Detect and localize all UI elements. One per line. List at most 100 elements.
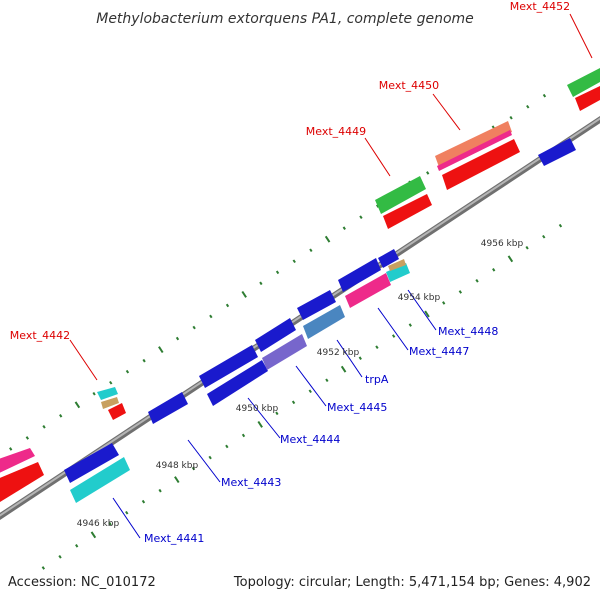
major-tick	[158, 346, 164, 354]
major-tick	[90, 531, 97, 539]
minor-tick	[359, 215, 363, 219]
map-title: Methylobacterium extorquens PA1, complet…	[96, 11, 474, 27]
minor-tick	[542, 93, 547, 98]
scale-label: 4952 kbp	[317, 348, 360, 358]
gene-mext4445-purple[interactable]	[262, 334, 307, 370]
gene-mext4442-cyan[interactable]	[97, 387, 118, 400]
minor-tick	[225, 444, 229, 449]
gene-mext4452-red[interactable]	[575, 86, 600, 111]
summary-text: Topology: circular; Length: 5,471,154 bp…	[233, 575, 591, 590]
minor-tick	[391, 334, 396, 338]
gene-trpa-blue[interactable]	[297, 290, 336, 320]
scale-label: 4954 kbp	[398, 293, 441, 303]
minor-tick	[58, 555, 62, 559]
minor-tick	[558, 223, 563, 228]
minor-tick	[342, 226, 346, 230]
gene-label[interactable]: trpA	[365, 373, 389, 386]
gene-label[interactable]: Mext_4444	[280, 433, 340, 446]
gene-mext4450-pink[interactable]	[437, 130, 512, 171]
scale-label: 4946 kbp	[77, 519, 120, 529]
gene-mext4444-blue-1[interactable]	[199, 345, 258, 388]
minor-tick	[275, 270, 280, 275]
minor-tick	[125, 510, 129, 515]
minor-tick	[291, 400, 296, 405]
gene-label[interactable]: Mext_4442	[10, 329, 70, 342]
major-tick	[241, 290, 247, 298]
minor-tick	[75, 544, 79, 548]
gene-mext4447-blue[interactable]	[338, 258, 381, 292]
gene-mext4441-blue[interactable]	[64, 443, 119, 483]
minor-tick	[141, 499, 146, 504]
minor-tick	[292, 259, 296, 264]
gene-mext4443-blue[interactable]	[148, 392, 188, 424]
gene-mext4447-pink[interactable]	[345, 273, 391, 308]
gene-blue-right[interactable]	[538, 138, 576, 166]
minor-tick	[59, 414, 63, 418]
minor-tick	[525, 245, 529, 250]
gene-mext4448-tan[interactable]	[388, 259, 406, 271]
gene-label[interactable]: Mext_4441	[144, 532, 204, 545]
minor-tick	[442, 301, 446, 305]
gene-mext4449-red[interactable]	[383, 194, 432, 229]
major-tick	[174, 476, 180, 484]
scale-label: 4950 kbp	[236, 404, 279, 414]
minor-tick	[308, 389, 312, 394]
gene-label[interactable]: Mext_4445	[327, 401, 387, 414]
gene-label[interactable]: Mext_4452	[510, 0, 570, 13]
gene-mext4448-cyan[interactable]	[386, 263, 410, 282]
minor-tick	[41, 566, 46, 570]
gene-mext4448-blue[interactable]	[378, 249, 399, 268]
minor-tick	[109, 380, 113, 385]
major-tick	[424, 310, 430, 318]
gene-mext4445-blue[interactable]	[255, 318, 296, 352]
major-tick	[257, 420, 263, 428]
gene-label[interactable]: Mext_4447	[409, 345, 469, 358]
callout-lines	[69, 13, 593, 539]
gene-mext4452-green[interactable]	[567, 68, 600, 97]
gene-label[interactable]: Mext_4448	[438, 325, 498, 338]
gene-mext4441-cyan[interactable]	[70, 457, 130, 503]
minor-tick	[325, 378, 329, 383]
gene-label[interactable]: Mext_4450	[379, 79, 439, 92]
gene-mext4442-tan[interactable]	[101, 397, 119, 409]
gene-red-left[interactable]	[0, 462, 44, 505]
gene-mext4450-red[interactable]	[442, 139, 520, 190]
gene-mext4450-orange[interactable]	[435, 121, 512, 167]
minor-tick	[25, 436, 30, 440]
gene-label[interactable]: Mext_4443	[221, 476, 281, 489]
minor-tick	[475, 279, 479, 283]
scale-label: 4948 kbp	[156, 461, 199, 471]
scale-labels: 4946 kbp 4948 kbp 4950 kbp 4952 kbp 4954…	[77, 239, 524, 529]
minor-tick	[426, 171, 430, 175]
gene-trpa-steel[interactable]	[303, 305, 345, 339]
minor-tick	[42, 425, 46, 429]
gene-labels-top: Mext_4442 Mext_4449 Mext_4450 Mext_4452	[10, 0, 570, 342]
minor-tick	[358, 356, 362, 360]
minor-tick	[492, 268, 496, 272]
minor-tick	[259, 281, 263, 286]
major-tick	[340, 365, 347, 373]
major-tick	[507, 255, 514, 263]
minor-tick	[509, 115, 513, 120]
minor-tick	[241, 433, 246, 438]
gene-labels-bottom: Mext_4441 Mext_4443 Mext_4444 Mext_4445 …	[144, 325, 498, 545]
gene-label[interactable]: Mext_4449	[306, 125, 366, 138]
minor-tick	[9, 447, 13, 451]
gene-mext4449-green[interactable]	[375, 176, 426, 214]
scale-label: 4956 kbp	[481, 239, 524, 249]
minor-tick	[275, 411, 279, 416]
gene-mext4444-blue-2[interactable]	[207, 360, 268, 406]
minor-tick	[408, 323, 412, 327]
minor-tick	[375, 345, 379, 349]
accession-text: Accession: NC_010172	[8, 575, 156, 590]
minor-tick	[125, 369, 130, 374]
forward-strand	[0, 68, 600, 505]
minor-tick	[191, 466, 196, 471]
minor-tick	[92, 391, 96, 396]
minor-tick	[208, 455, 212, 460]
gene-mext4442-red[interactable]	[108, 403, 126, 420]
minor-tick	[175, 336, 180, 341]
gene-pink-left[interactable]	[0, 448, 35, 475]
minor-tick	[209, 314, 213, 319]
